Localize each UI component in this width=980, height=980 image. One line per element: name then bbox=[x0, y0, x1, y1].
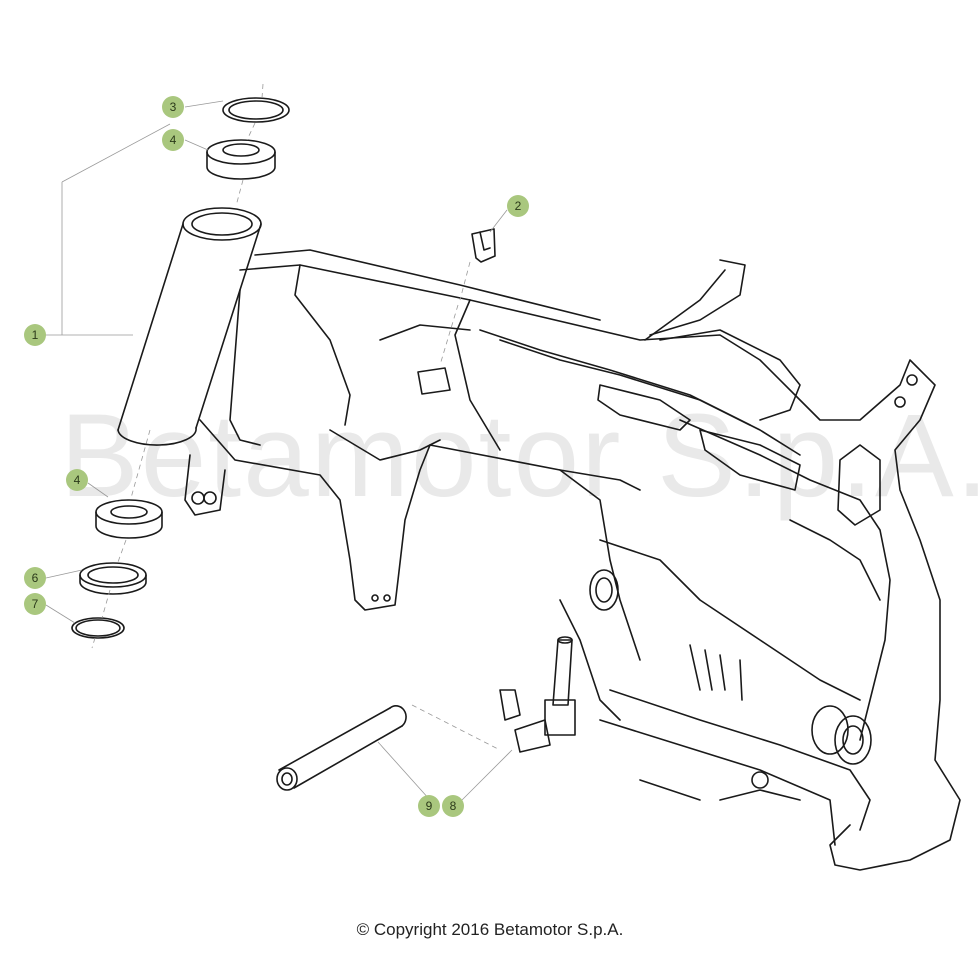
callout-3: 3 bbox=[162, 96, 184, 118]
part-3-ring bbox=[222, 97, 290, 123]
main-frame bbox=[184, 249, 961, 871]
leader-lines bbox=[45, 83, 513, 801]
part-6-seal bbox=[79, 562, 147, 595]
part-8-hinge bbox=[499, 636, 576, 753]
copyright-text: © Copyright 2016 Betamotor S.p.A. bbox=[356, 920, 624, 939]
callout-4-bottom: 4 bbox=[66, 469, 88, 491]
part-4-bearing-top bbox=[206, 139, 276, 180]
svg-text:8: 8 bbox=[450, 799, 457, 813]
callouts: 3 4 2 1 4 6 7 bbox=[24, 96, 529, 817]
part-2-bracket bbox=[471, 228, 496, 263]
part-9-pin bbox=[276, 705, 407, 791]
callout-9: 9 bbox=[418, 795, 440, 817]
callout-6: 6 bbox=[24, 567, 46, 589]
svg-text:3: 3 bbox=[170, 100, 177, 114]
callout-7: 7 bbox=[24, 593, 46, 615]
callout-8: 8 bbox=[442, 795, 464, 817]
part-4-bearing-bottom bbox=[95, 499, 163, 539]
svg-text:9: 9 bbox=[426, 799, 433, 813]
svg-text:2: 2 bbox=[515, 199, 522, 213]
steering-head-tube bbox=[117, 207, 262, 446]
callout-2: 2 bbox=[507, 195, 529, 217]
callout-4-top: 4 bbox=[162, 129, 184, 151]
svg-text:4: 4 bbox=[74, 473, 81, 487]
svg-text:7: 7 bbox=[32, 597, 39, 611]
callout-1: 1 bbox=[24, 324, 46, 346]
frame-details bbox=[191, 367, 918, 789]
svg-text:1: 1 bbox=[32, 328, 39, 342]
svg-text:6: 6 bbox=[32, 571, 39, 585]
watermark: Betamotor S.p.A. bbox=[60, 390, 980, 522]
part-7-oring bbox=[71, 617, 125, 639]
svg-text:4: 4 bbox=[170, 133, 177, 147]
